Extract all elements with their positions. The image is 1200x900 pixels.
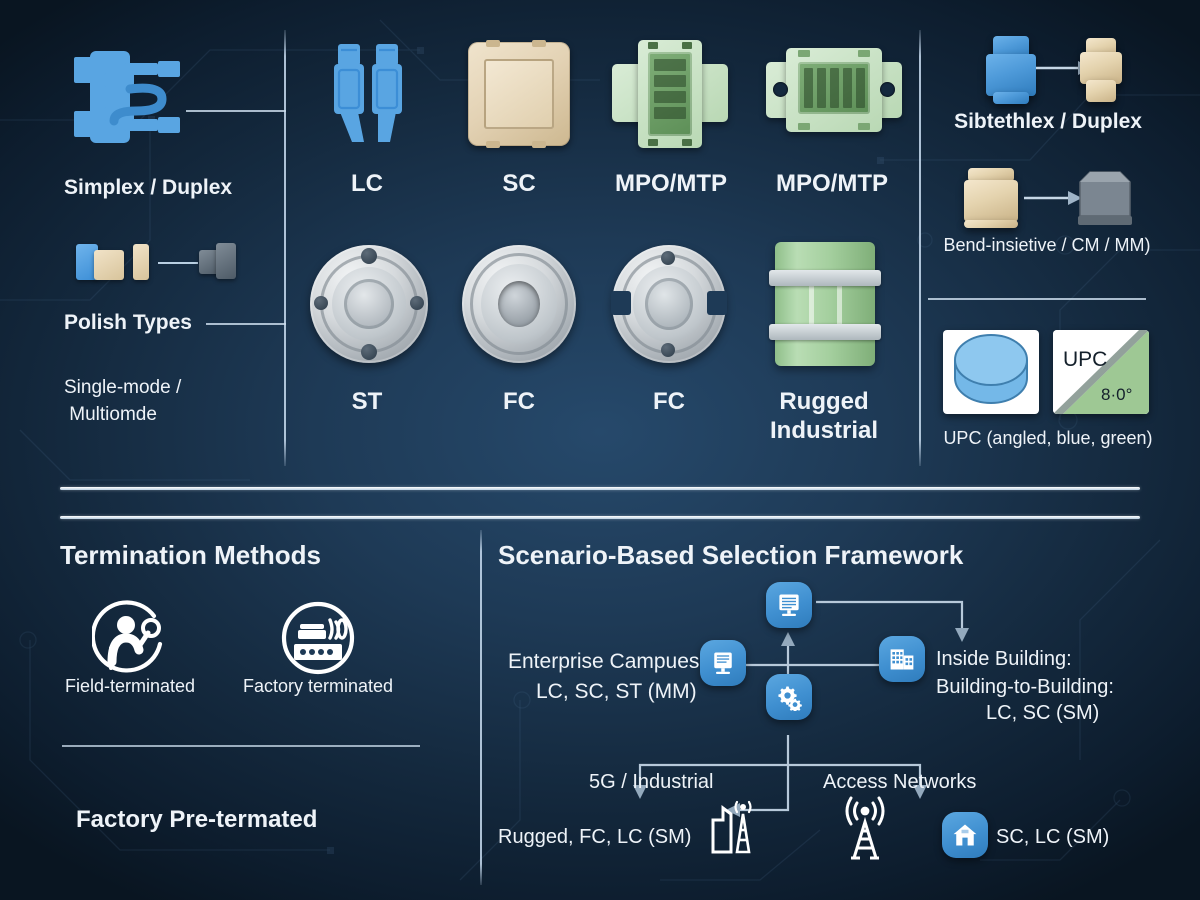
right-plug-tan-foot	[1086, 80, 1116, 102]
cell-tower-icon	[845, 796, 885, 860]
polish-card-angle-text: 8·0°	[1101, 385, 1132, 404]
framework-node-home[interactable]	[942, 812, 988, 858]
label-polish-caption: UPC (angled, blue, green)	[943, 428, 1153, 448]
label-connector-rugged: Rugged Industrial	[769, 388, 879, 444]
label-enterprise-sub: LC, SC, ST (MM)	[536, 680, 697, 703]
polish-swatch-tan-2	[133, 244, 149, 280]
label-right-item-1: Sibtethlex / Duplex	[954, 110, 1142, 133]
label-enterprise-title: Enterprise Campues	[508, 650, 700, 673]
right-plug-blue-body	[986, 54, 1036, 96]
fc-keyed-adapter-icon	[611, 245, 727, 363]
divider-vertical-left	[284, 30, 286, 466]
right-plug-tan-body	[1080, 52, 1122, 84]
label-connector-st: ST	[351, 388, 383, 415]
lc-duplex-connector-icon	[334, 44, 402, 142]
polish-card-upc-text: UPC	[1063, 348, 1107, 371]
divider-vertical-right	[919, 30, 921, 466]
label-right-item-2: Bend-insietive / CM / MM)	[943, 235, 1151, 255]
label-factory-terminated: Factory terminated	[242, 676, 394, 696]
label-building-to-building: Building-to-Building:	[936, 676, 1114, 698]
heading-termination-methods: Termination Methods	[60, 540, 321, 570]
polish-swatch-tan-1	[94, 250, 124, 280]
polish-swatch-blue	[76, 244, 98, 280]
label-simplex-duplex: Simplex / Duplex	[64, 176, 233, 199]
framework-node-gears[interactable]	[766, 674, 812, 720]
mpo-adapter-cross-icon	[612, 40, 728, 148]
label-industrial-title: 5G / Industrial	[589, 771, 714, 793]
right-adapter-tan-foot	[964, 220, 1018, 228]
divider-stub-polish	[206, 323, 286, 325]
home-icon	[953, 824, 977, 846]
divider-termination-rule	[62, 745, 420, 747]
label-connector-fc-1: FC	[503, 388, 535, 415]
sc-faceplate-icon	[468, 39, 570, 149]
section-rule-upper	[60, 487, 1140, 490]
polish-swatch-gray	[199, 250, 221, 274]
polish-swatch-gray-cap	[216, 243, 236, 279]
office-building-icon	[890, 649, 914, 670]
label-field-terminated: Field-terminated	[64, 676, 196, 696]
label-access-codes: SC, LC (SM)	[996, 826, 1110, 848]
st-round-adapter-icon	[310, 245, 428, 363]
simplex-duplex-connector-icon	[74, 51, 180, 143]
factory-machine-icon	[281, 601, 355, 675]
label-building-codes: LC, SC (SM)	[986, 702, 1100, 724]
polish-card-upc-angle: UPC 8·0°	[1053, 330, 1149, 414]
right-arrow-2-icon	[1024, 191, 1082, 205]
server-tower-icon	[714, 652, 732, 675]
right-plug-blue-foot	[993, 92, 1029, 104]
fc-round-adapter-icon	[462, 245, 576, 363]
section-rule-lower	[60, 516, 1140, 519]
framework-connector-lines	[633, 600, 969, 817]
mpo-adapter-flanged-icon	[766, 48, 902, 132]
right-plug-gray-icon	[1078, 171, 1132, 225]
divider-right-polish	[928, 298, 1146, 300]
label-mode-types: Single-mode / Multiomde	[64, 377, 182, 425]
right-adapter-tan-top	[968, 168, 1014, 182]
label-industrial-codes: Rugged, FC, LC (SM)	[498, 826, 692, 848]
divider-stub-simplex	[186, 110, 286, 112]
technician-field-termination-icon	[92, 600, 163, 673]
label-connector-fc-2: FC	[653, 388, 685, 415]
framework-node-enterprise[interactable]	[700, 640, 746, 686]
gears-icon	[778, 686, 802, 711]
label-polish-types: Polish Types	[64, 311, 192, 334]
framework-node-building[interactable]	[879, 636, 925, 682]
label-connector-mpo-1: MPO/MTP	[615, 170, 727, 197]
label-access-title: Access Networks	[823, 771, 977, 793]
label-connector-sc: SC	[502, 170, 536, 197]
small-cell-antenna-icon	[711, 800, 752, 854]
framework-node-datacenter[interactable]	[766, 582, 812, 628]
divider-vertical-bottom	[480, 530, 482, 885]
right-adapter-tan-body	[964, 180, 1018, 222]
rugged-industrial-connector-icon	[769, 242, 881, 366]
polish-card-blue-ferrule	[943, 330, 1039, 414]
server-rack-icon	[779, 594, 799, 617]
label-factory-pretermated: Factory Pre-termated	[76, 806, 318, 833]
polish-swatch-link	[158, 262, 198, 264]
label-inside-building: Inside Building:	[936, 648, 1072, 670]
label-connector-mpo-2: MPO/MTP	[776, 170, 888, 197]
label-connector-lc: LC	[351, 170, 383, 197]
heading-framework: Scenario-Based Selection Framework	[498, 540, 964, 570]
